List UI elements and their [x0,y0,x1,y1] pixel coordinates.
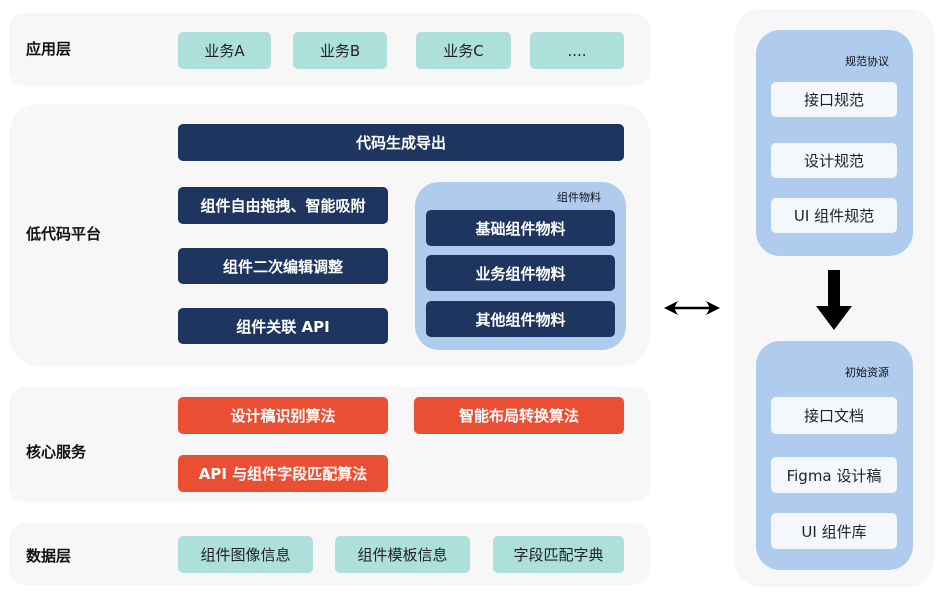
spec-ui-component: UI 组件规范 [771,198,897,233]
spec-design: 设计规范 [771,143,897,178]
data-field-dictionary: 字段匹配字典 [493,536,624,573]
resource-ui-library: UI 组件库 [771,513,897,549]
feature-link-api: 组件关联 API [178,308,388,344]
feature-drag-snap: 组件自由拖拽、智能吸附 [178,187,388,224]
material-basic: 基础组件物料 [426,210,615,246]
data-template-info: 组件模板信息 [335,536,470,573]
data-image-info: 组件图像信息 [178,536,313,573]
material-other: 其他组件物料 [426,301,615,337]
spec-group-title: 规范协议 [845,55,889,68]
spec-interface: 接口规范 [771,82,897,117]
materials-group-title: 组件物料 [557,191,601,204]
data-layer-label: 数据层 [26,547,72,565]
resource-figma: Figma 设计稿 [771,457,897,493]
resources-group-title: 初始资源 [845,366,889,379]
feature-secondary-edit: 组件二次编辑调整 [178,248,388,284]
down-arrow-icon [816,270,852,330]
app-item-a: 业务A [178,32,271,69]
core-layer-label: 核心服务 [26,443,87,461]
app-item-b: 业务B [293,32,387,69]
double-arrow-icon [664,301,720,315]
code-export-box: 代码生成导出 [178,124,624,161]
resource-api-doc: 接口文档 [771,397,897,434]
material-business: 业务组件物料 [426,255,615,291]
app-item-c: 业务C [416,32,511,69]
core-design-recognition: 设计稿识别算法 [178,397,388,434]
app-layer-label: 应用层 [26,40,72,58]
app-item-more: .... [530,32,624,69]
lowcode-layer-label: 低代码平台 [26,225,102,243]
core-api-field-match: API 与组件字段匹配算法 [178,455,388,492]
core-layout-conversion: 智能布局转换算法 [414,397,624,434]
